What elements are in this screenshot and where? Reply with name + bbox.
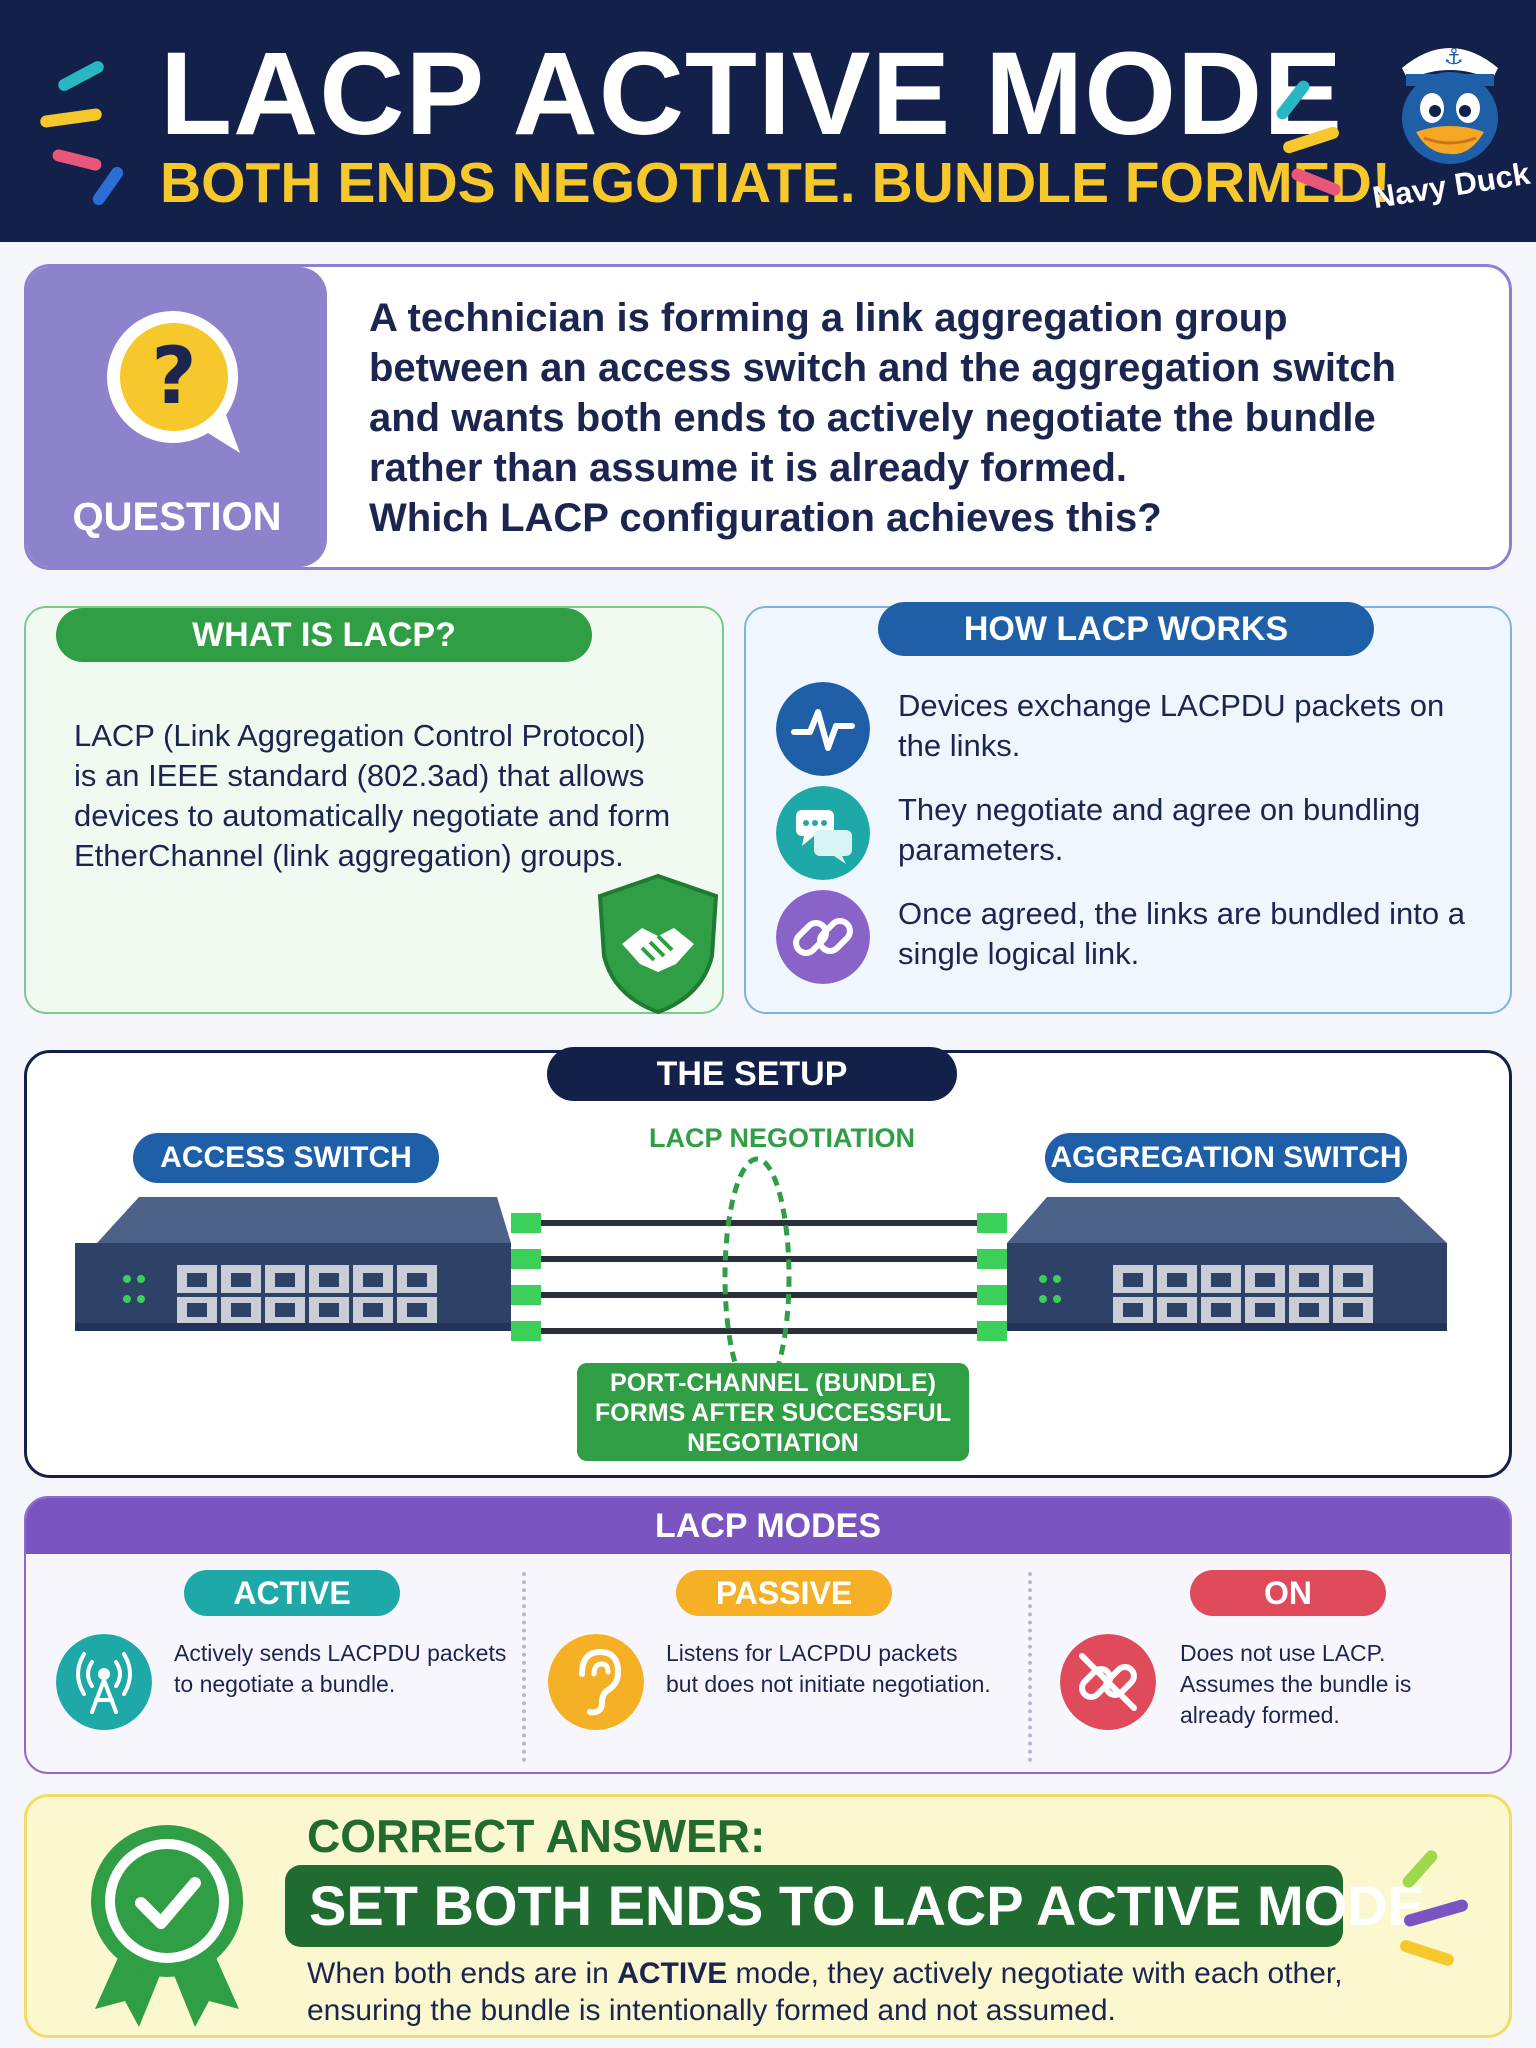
mode-text-line: already formed.: [1180, 1702, 1340, 1728]
svg-text:?: ?: [151, 332, 196, 422]
question-line: Which LACP configuration achieves this?: [369, 496, 1162, 540]
lacp-modes-heading: LACP MODES: [26, 1498, 1510, 1554]
mode-divider: [522, 1572, 526, 1762]
what-is-lacp-heading: WHAT IS LACP?: [56, 608, 592, 662]
port-channel-callout: PORT-CHANNEL (BUNDLE) FORMS AFTER SUCCES…: [577, 1363, 969, 1461]
question-line: rather than assume it is already formed.: [369, 446, 1128, 490]
bundled-links: [511, 1213, 1007, 1341]
question-card: ? QUESTION A technician is forming a lin…: [24, 264, 1512, 570]
mode-passive-text: Listens for LACPDU packets but does not …: [666, 1638, 1016, 1700]
question-sidebar: ? QUESTION: [27, 267, 327, 567]
explanation-line: ensuring the bundle is intentionally for…: [307, 1994, 1116, 2027]
explanation-emphasis: ACTIVE: [617, 1957, 728, 1990]
mode-passive: PASSIVE Listens for LACPDU packets but d…: [526, 1570, 1026, 1766]
how-step-text: Devices exchange LACPDU packets on the l…: [898, 688, 1445, 763]
access-switch-device: [75, 1197, 511, 1331]
mode-active: ACTIVE Actively sends LACPDU packets to …: [26, 1570, 526, 1766]
link-icon: [776, 890, 870, 984]
spark-decoration: [39, 107, 103, 129]
explanation-line: When both ends are in ACTIVE mode, they …: [307, 1955, 1427, 1992]
how-lacp-works-heading: HOW LACP WORKS: [878, 602, 1374, 656]
setup-diagram: THE SETUP ACCESS SWITCH AGGREGATION SWIT…: [24, 1047, 1512, 1478]
mode-on-text: Does not use LACP. Assumes the bundle is…: [1180, 1638, 1500, 1731]
chat-icon: [776, 786, 870, 880]
duck-mascot-logo: ⚓: [1402, 45, 1498, 164]
ear-icon: [548, 1634, 644, 1730]
mode-on: ON Does not use LACP. Assumes the bundle…: [1030, 1570, 1510, 1766]
mode-text-line: Actively sends LACPDU packets: [174, 1640, 507, 1666]
correct-answer-explanation: When both ends are in ACTIVE mode, they …: [307, 1955, 1427, 2029]
svg-text:⚓: ⚓: [1444, 45, 1464, 70]
mode-text-line: Does not use LACP.: [1180, 1640, 1386, 1666]
how-step: Devices exchange LACPDU packets on the l…: [776, 682, 1496, 776]
question-line: and wants both ends to actively negotiat…: [369, 396, 1376, 440]
broken-link-icon: [1060, 1634, 1156, 1730]
mode-text-line: but does not initiate negotiation.: [666, 1671, 991, 1697]
negotiation-ring: [722, 1156, 792, 1398]
mode-text-line: Listens for LACPDU packets: [666, 1640, 958, 1666]
lacp-negotiation-label: LACP NEGOTIATION: [648, 1123, 915, 1153]
mode-active-label: ACTIVE: [184, 1570, 400, 1616]
spark-decoration: [90, 164, 126, 208]
how-step: They negotiate and agree on bundling par…: [776, 786, 1496, 880]
mode-text-line: to negotiate a bundle.: [174, 1671, 396, 1697]
question-line: A technician is forming a link aggregati…: [369, 296, 1288, 340]
mode-passive-label: PASSIVE: [676, 1570, 892, 1616]
how-step: Once agreed, the links are bundled into …: [776, 890, 1496, 984]
lacp-modes-panel: LACP MODES ACTIVE Actively sends LACPDU …: [24, 1496, 1512, 1774]
question-text: A technician is forming a link aggregati…: [369, 293, 1489, 543]
mode-on-label: ON: [1190, 1570, 1386, 1616]
callout-line: PORT-CHANNEL (BUNDLE): [610, 1369, 936, 1397]
question-bubble-icon: ?: [107, 310, 241, 453]
explanation-part: When both ends are in: [307, 1957, 618, 1990]
what-is-lacp-text: LACP (Link Aggregation Control Protocol)…: [74, 718, 671, 873]
correct-answer-panel: CORRECT ANSWER: SET BOTH ENDS TO LACP AC…: [24, 1794, 1512, 2038]
setup-illustration: [75, 1156, 1447, 1398]
mode-active-text: Actively sends LACPDU packets to negotia…: [174, 1638, 514, 1700]
access-switch-label: ACCESS SWITCH: [133, 1133, 439, 1183]
callout-line: NEGOTIATION: [687, 1429, 859, 1457]
spark-decoration: [56, 58, 106, 94]
how-step-text: They negotiate and agree on bundling par…: [898, 792, 1421, 867]
pulse-icon: [776, 682, 870, 776]
checkmark-medal-icon: [91, 1825, 243, 2027]
aggregation-switch-device: [1007, 1197, 1447, 1331]
page-title: LACP ACTIVE MODE: [160, 28, 1343, 160]
how-lacp-works-card: HOW LACP WORKS Devices exchange LACPDU p…: [744, 602, 1512, 1014]
aggregation-switch-label: AGGREGATION SWITCH: [1045, 1133, 1407, 1183]
how-step-text: Once agreed, the links are bundled into …: [898, 896, 1465, 971]
correct-answer-label: CORRECT ANSWER:: [307, 1810, 766, 1862]
setup-heading: THE SETUP: [547, 1047, 957, 1101]
page-subtitle: BOTH ENDS NEGOTIATE. BUNDLE FORMED!: [160, 151, 1391, 215]
mode-divider: [1028, 1572, 1032, 1762]
question-line: between an access switch and the aggrega…: [369, 346, 1396, 390]
shield-handshake-icon: [597, 873, 719, 1015]
correct-answer-headline: SET BOTH ENDS TO LACP ACTIVE MODE: [285, 1865, 1425, 1947]
what-is-lacp-card: WHAT IS LACP? LACP (Link Aggregation Con…: [24, 606, 724, 1015]
mode-text-line: Assumes the bundle is: [1180, 1671, 1412, 1697]
header-banner: LACP ACTIVE MODE BOTH ENDS NEGOTIATE. BU…: [0, 0, 1536, 242]
question-label: QUESTION: [72, 495, 282, 539]
explanation-part: mode, they actively negotiate with each …: [727, 1957, 1343, 1990]
callout-line: FORMS AFTER SUCCESSFUL: [594, 1399, 952, 1427]
spark-decoration: [51, 148, 103, 172]
antenna-icon: [56, 1634, 152, 1730]
